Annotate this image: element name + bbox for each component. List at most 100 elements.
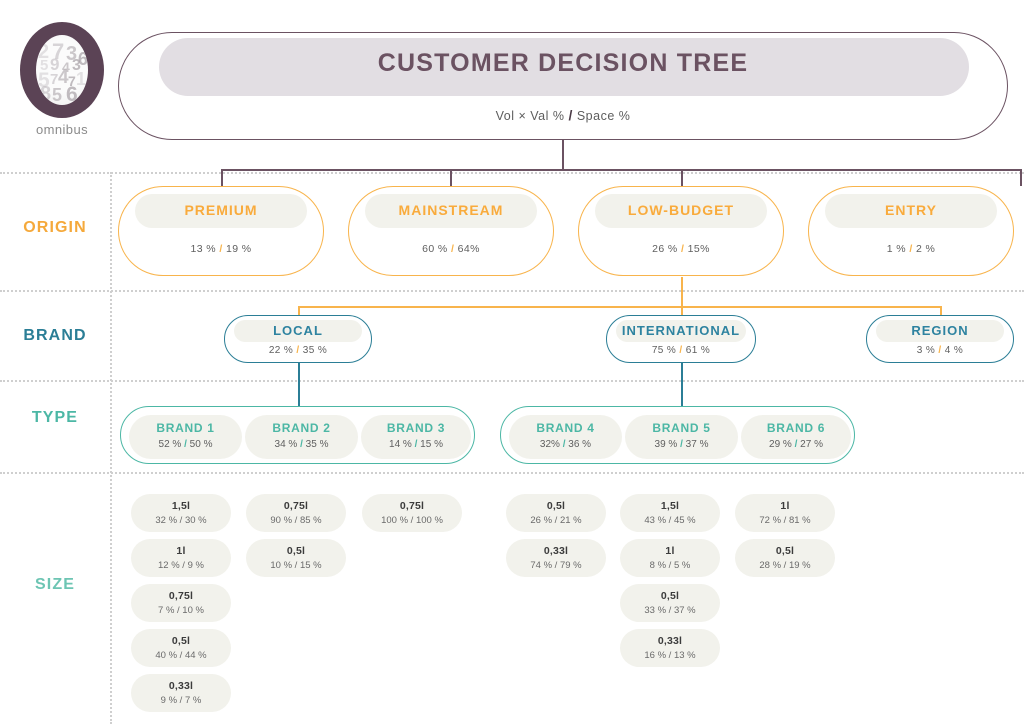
size-chip-label: 1l xyxy=(780,500,790,512)
row-label-brand: BRAND xyxy=(23,327,87,344)
size-chip-value: 74 % / 79 % xyxy=(530,560,582,571)
size-chip-value: 12 % / 9 % xyxy=(158,560,204,571)
brand-node-cap xyxy=(875,320,1005,342)
size-chip-label: 0,5l xyxy=(286,545,306,557)
size-chip-label: 0,75l xyxy=(399,500,425,512)
size-chip-brand-6-1[interactable]: 1l 72 % / 81 % xyxy=(735,494,835,532)
size-chip-brand-4-1[interactable]: 0,5l 26 % / 21 % xyxy=(506,494,606,532)
origin-node-entry[interactable]: ENTRY 1 % / 2 % xyxy=(808,186,1014,276)
type-node-brand-5[interactable]: BRAND 5 39 % / 37 % xyxy=(625,415,738,459)
connector-brand-local xyxy=(298,306,300,321)
size-chip-label: 0,75l xyxy=(168,590,194,602)
brand-vol-val: 75 % xyxy=(651,345,677,356)
page-title: CUSTOMER DECISION TREE xyxy=(377,49,749,77)
size-chip-value: 16 % / 13 % xyxy=(644,650,696,661)
type-node-title: BRAND 6 xyxy=(766,421,826,435)
type-space: 27 % xyxy=(800,439,823,450)
type-node-value: 14 % / 15 % xyxy=(361,439,471,450)
size-chip-label: 1l xyxy=(665,545,675,557)
origin-sep: / xyxy=(219,243,223,255)
size-chip-value: 26 % / 21 % xyxy=(530,515,582,526)
brand-node-title: LOCAL xyxy=(273,323,323,338)
size-chip-value: 43 % / 45 % xyxy=(644,515,696,526)
origin-space: 64% xyxy=(457,243,480,255)
origin-vol-val: 26 % xyxy=(652,243,678,255)
size-chip-brand-4-2[interactable]: 0,33l 74 % / 79 % xyxy=(506,539,606,577)
size-chip-label: 1,5l xyxy=(171,500,191,512)
brand-node-international[interactable]: INTERNATIONAL 75 % / 61 % xyxy=(606,315,756,363)
origin-node-title: ENTRY xyxy=(885,202,937,218)
size-chip-value: 72 % / 81 % xyxy=(759,515,811,526)
origin-node-cap xyxy=(365,194,537,228)
brand-node-value: 3 % / 4 % xyxy=(867,345,1013,356)
type-node-brand-2[interactable]: BRAND 2 34 % / 35 % xyxy=(245,415,358,459)
type-node-value: 34 % / 35 % xyxy=(245,439,358,450)
size-chip-label: 0,5l xyxy=(171,635,191,647)
size-chip-label: 0,5l xyxy=(546,500,566,512)
metric-right-label: Space % xyxy=(576,109,631,123)
type-node-value: 32% / 36 % xyxy=(509,439,622,450)
size-chip-value: 90 % / 85 % xyxy=(270,515,322,526)
brand-node-value: 75 % / 61 % xyxy=(607,345,755,356)
size-chip-value: 10 % / 15 % xyxy=(270,560,322,571)
divider-brand-top xyxy=(0,290,1024,292)
type-node-brand-1[interactable]: BRAND 1 52 % / 50 % xyxy=(129,415,242,459)
connector-origin-1 xyxy=(221,169,223,186)
size-chip-label: 0,33l xyxy=(543,545,569,557)
type-sep: / xyxy=(300,439,303,450)
connector-brand-stem xyxy=(681,277,683,307)
origin-node-value: 26 % / 15% xyxy=(579,243,783,255)
row-label-type: TYPE xyxy=(31,409,79,426)
brand-vol-val: 22 % xyxy=(268,345,294,356)
origin-node-title: PREMIUM xyxy=(184,202,258,218)
size-chip-value: 100 % / 100 % xyxy=(381,515,443,526)
type-vol-val: 39 % xyxy=(654,439,678,450)
origin-space: 19 % xyxy=(225,243,252,255)
type-sep: / xyxy=(414,439,418,450)
type-node-brand-3[interactable]: BRAND 3 14 % / 15 % xyxy=(361,415,471,459)
header-panel: CUSTOMER DECISION TREE Vol × Val % / Spa… xyxy=(118,32,1008,140)
type-node-brand-4[interactable]: BRAND 4 32% / 36 % xyxy=(509,415,622,459)
size-chip-brand-1-1[interactable]: 1,5l 32 % / 30 % xyxy=(131,494,231,532)
type-vol-val: 52 % xyxy=(158,439,182,450)
size-chip-brand-3-1[interactable]: 0,75l 100 % / 100 % xyxy=(362,494,462,532)
type-space: 15 % xyxy=(420,439,443,450)
origin-node-value: 13 % / 19 % xyxy=(119,243,323,255)
origin-node-title: MAINSTREAM xyxy=(398,202,504,218)
origin-node-premium[interactable]: PREMIUM 13 % / 19 % xyxy=(118,186,324,276)
type-node-title: BRAND 5 xyxy=(652,421,711,435)
type-sep: / xyxy=(562,439,566,450)
origin-node-low-budget[interactable]: LOW-BUDGET 26 % / 15% xyxy=(578,186,784,276)
size-chip-brand-5-4[interactable]: 0,33l 16 % / 13 % xyxy=(620,629,720,667)
size-chip-value: 32 % / 30 % xyxy=(155,515,207,526)
origin-sep: / xyxy=(909,243,913,255)
connector-brand-international xyxy=(681,306,683,321)
type-group-international: BRAND 4 32% / 36 % BRAND 5 39 % / 37 % B… xyxy=(500,406,855,464)
divider-type-top xyxy=(0,380,1024,382)
origin-node-mainstream[interactable]: MAINSTREAM 60 % / 64% xyxy=(348,186,554,276)
size-chip-brand-2-2[interactable]: 0,5l 10 % / 15 % xyxy=(246,539,346,577)
metric-separator: / xyxy=(568,107,573,123)
size-chip-label: 0,33l xyxy=(657,635,683,647)
type-space: 37 % xyxy=(685,439,709,450)
brand-node-local[interactable]: LOCAL 22 % / 35 % xyxy=(224,315,372,363)
type-node-title: BRAND 3 xyxy=(386,421,446,435)
brand-node-region[interactable]: REGION 3 % / 4 % xyxy=(866,315,1014,363)
brand-node-cap xyxy=(233,320,363,342)
metric-left-label: Vol × Val % xyxy=(495,109,565,123)
type-node-value: 39 % / 37 % xyxy=(625,439,738,450)
brand-sep: / xyxy=(679,345,683,356)
row-label-size: SIZE xyxy=(35,576,75,593)
type-node-brand-6[interactable]: BRAND 6 29 % / 27 % xyxy=(741,415,851,459)
